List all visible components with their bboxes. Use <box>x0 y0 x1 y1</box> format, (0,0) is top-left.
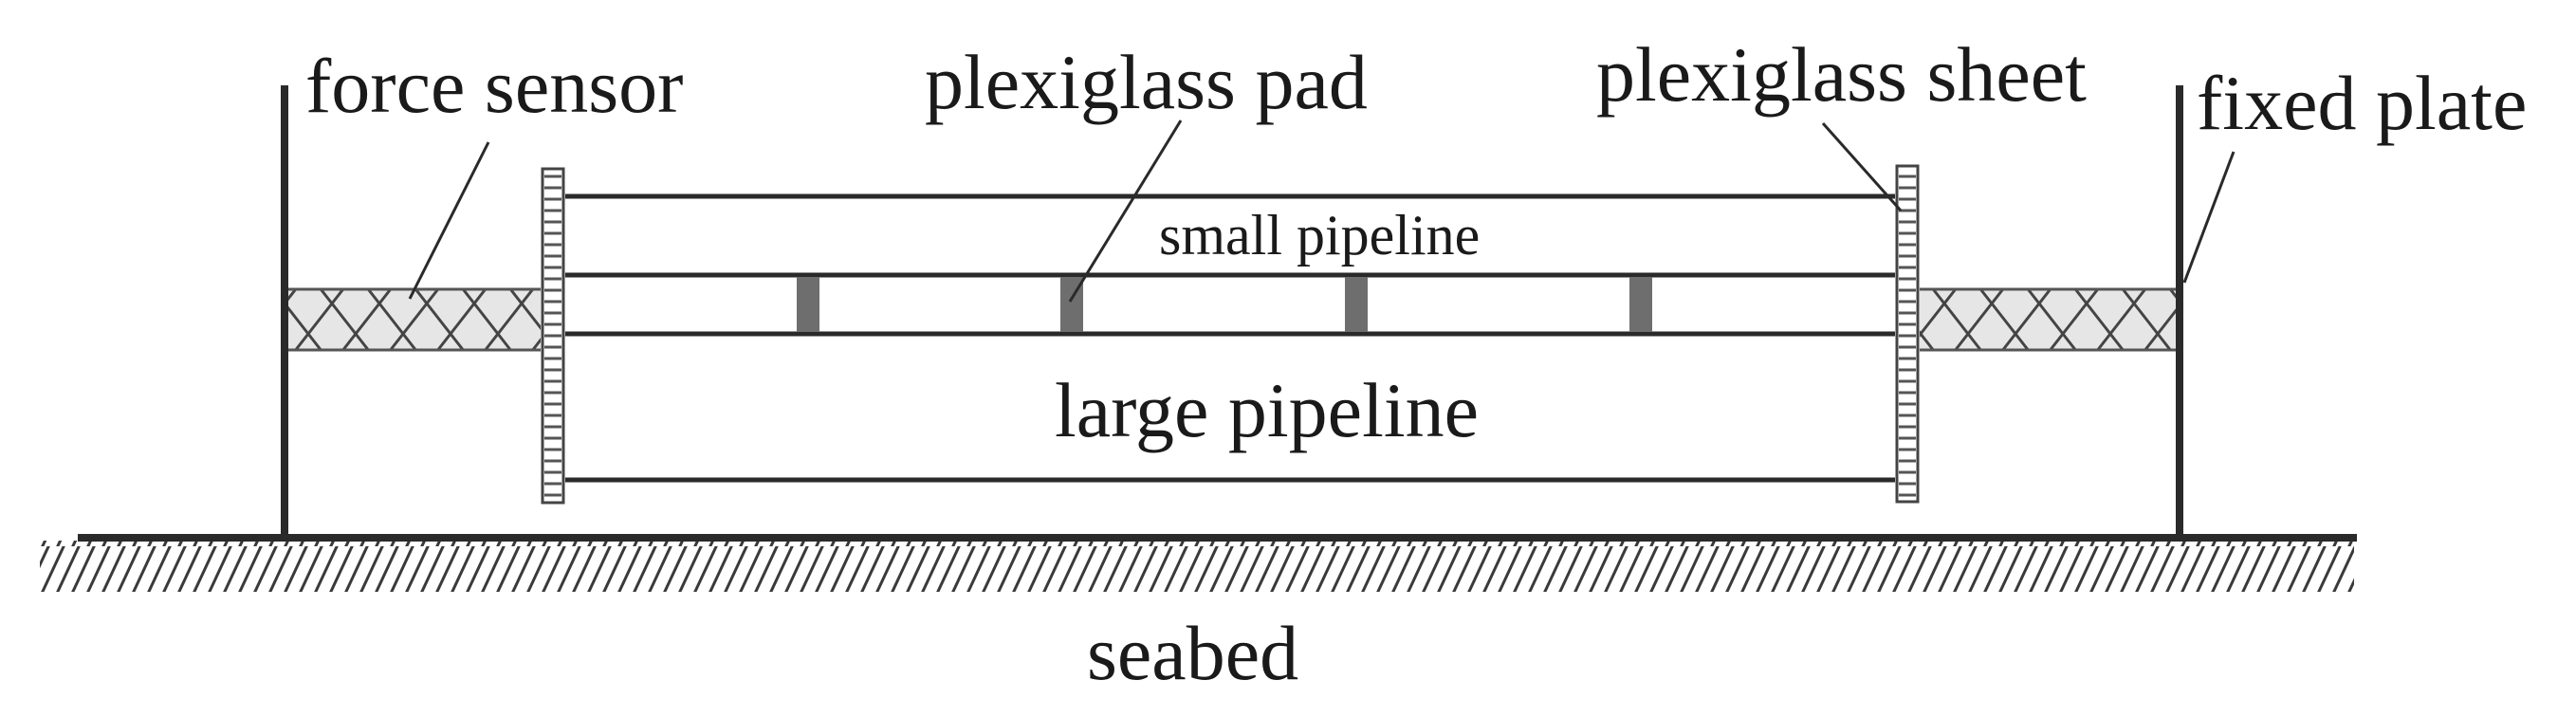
seabed <box>40 534 2357 592</box>
seabed-hatching <box>40 541 2354 592</box>
label-seabed: seabed <box>1087 610 1299 696</box>
label-plexiglass-pad: plexiglass pad <box>925 39 1368 125</box>
leader-plexiglass-pad <box>1068 120 1183 303</box>
label-small-pipeline: small pipeline <box>1159 204 1481 267</box>
large-pipeline <box>565 331 1895 483</box>
plexiglass-pad-3 <box>1345 277 1368 332</box>
label-large-pipeline: large pipeline <box>1055 367 1480 453</box>
plexiglass-sheet-right <box>1895 164 1920 504</box>
plexiglass-sheet-left <box>541 167 565 505</box>
force-sensor-left <box>288 287 541 352</box>
leader-force-sensor <box>408 141 490 300</box>
leader-plexiglass-sheet <box>1821 122 1903 211</box>
label-force-sensor: force sensor <box>305 43 684 129</box>
plexiglass-pad-4 <box>1629 277 1652 332</box>
plexiglass-pad-1 <box>797 277 819 332</box>
force-sensor-right <box>1920 287 2176 352</box>
label-plexiglass-sheet: plexiglass sheet <box>1596 31 2087 118</box>
small-pipeline <box>565 193 1895 278</box>
leader-fixed-plate <box>2182 151 2236 284</box>
label-fixed-plate: fixed plate <box>2197 60 2528 146</box>
